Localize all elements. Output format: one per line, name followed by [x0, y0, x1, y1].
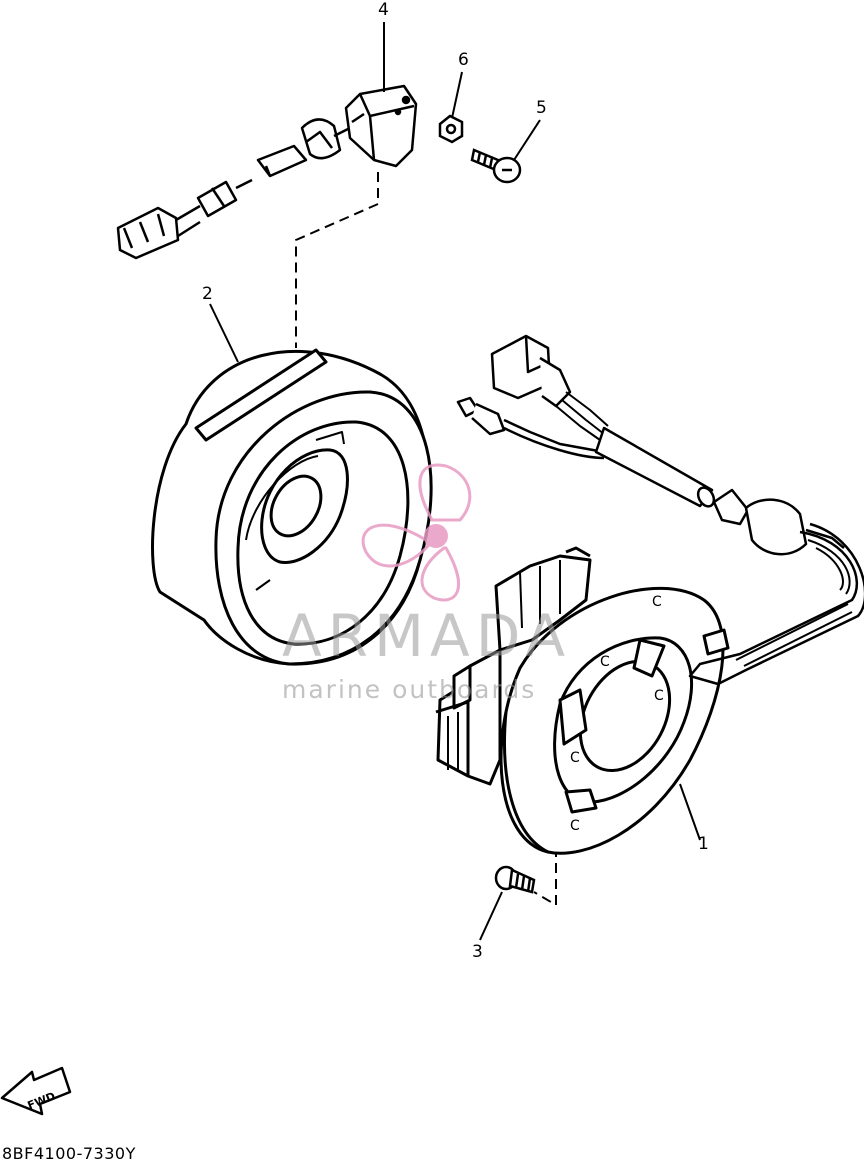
callout-leaders: [209, 22, 701, 941]
flywheel-part: [151, 348, 433, 666]
callout-3: 3: [472, 942, 483, 962]
watermark-logo: [361, 463, 472, 602]
callout-2: 2: [202, 284, 213, 304]
callout-4: 4: [378, 0, 389, 20]
assembly-leaders: [295, 172, 557, 907]
callout-5: 5: [536, 98, 547, 118]
watermark-blade-top: [418, 463, 472, 522]
watermark-blade-left: [361, 523, 430, 568]
stator-mark-2: C: [600, 654, 610, 670]
stator-mark-5: C: [570, 818, 580, 834]
nut-part: [438, 114, 464, 144]
stator-mark-1: C: [652, 594, 662, 610]
pulser-coil-part: [116, 84, 418, 260]
screw-part: [470, 148, 522, 184]
stator-mark-4: C: [570, 750, 580, 766]
watermark-hub: [424, 524, 448, 548]
fwd-arrow: FWD: [0, 1066, 72, 1116]
callout-1: 1: [698, 834, 709, 854]
stator-mark-3: C: [654, 688, 664, 704]
callout-6: 6: [458, 50, 469, 70]
stator-harness: [456, 334, 864, 686]
watermark-tagline: marine outboards: [282, 675, 537, 704]
stator-part: [435, 546, 730, 855]
mounting-screw-part: [494, 865, 536, 894]
stator-markings: C C C C C: [570, 594, 664, 834]
watermark-name: ARMADA: [282, 602, 572, 670]
watermark-blade-right: [420, 546, 460, 602]
diagram-code: 8BF4100-7330Y: [2, 1144, 136, 1163]
